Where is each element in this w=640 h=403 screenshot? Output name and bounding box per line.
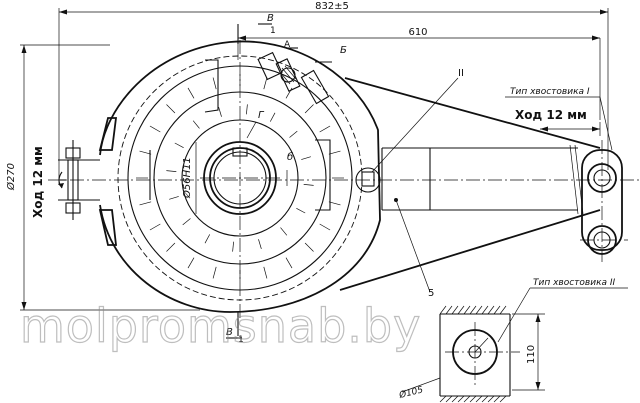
rim-tick [263,266,268,279]
left-stroke-label: Ход 12 мм [31,146,45,218]
shank-type-1-label: Тип хвостовика I [510,87,590,97]
dimension-arm-length: 610 [237,27,601,120]
bore-diameter-label: Ø56H11 [181,157,193,199]
inner-tick [296,207,306,214]
hatch-line [445,395,453,403]
mark-5: 5 [428,288,434,299]
hatch-line [439,305,447,315]
shank-height-label: 110 [526,345,537,364]
rim-tick [139,201,152,206]
inner-tick [303,184,314,186]
section-top-letter: В [267,13,274,24]
rim-tick [166,242,176,252]
inner-tick [204,234,211,244]
inner-tick [218,107,222,117]
rim-tick [285,257,293,269]
rim-tick [187,87,195,99]
rim-tick [328,150,341,155]
hatch-line [481,305,489,315]
mark-b: Б [340,45,347,56]
hatch-line [493,305,501,315]
hatch-line [499,395,507,403]
rim-tick [285,87,293,99]
overall-length-label: 832±5 [315,1,349,12]
rim-tick [319,125,331,133]
inner-tick [232,241,234,252]
mark-g: Г [258,110,265,121]
section-mark-bottom: В 1 [226,312,244,345]
adjuster-body: А Б Г б Ø56H11 [98,40,381,320]
hatch-line [463,395,471,403]
rim-tick [166,104,176,114]
inner-tick [169,196,179,200]
height-diameter-label: Ø270 [5,163,17,191]
shank-type-1-callout: Тип хвостовика I Ход 12 мм [505,87,613,151]
hatch-line [457,395,465,403]
hatch-line [487,395,495,403]
inner-tick [280,227,288,236]
hatch-line [451,395,459,403]
right-stroke-label: Ход 12 мм [515,108,587,122]
rim-tick [328,201,341,206]
hatching [439,305,507,403]
shank-type-2-label: Тип хвостовика II [533,278,616,288]
inner-tick [182,218,191,226]
arm-length-label: 610 [408,27,427,38]
lever-arm [339,77,628,291]
section-bottom-number: 1 [238,335,244,345]
rim-tick [149,223,161,231]
shank-type-2-detail: Тип хвостовика II 110 Ø105 [397,278,628,403]
inner-tick [269,112,276,122]
mark-roman-2: II [458,68,464,79]
section-top-number: 1 [270,26,276,36]
rim-tick [212,77,217,90]
inner-tick [301,156,311,160]
section-bottom-letter: В [226,327,233,338]
inner-tick [166,170,177,172]
hatch-line [445,305,453,315]
callouts: II 5 [371,68,464,299]
shank-diameter-label: Ø105 [397,384,424,401]
mark-a: А [284,40,291,50]
watermark: molpromsnab.by [20,299,421,353]
hatch-line [499,305,507,315]
dimension-height: Ø270 Ход 12 мм [5,44,200,311]
inner-tick [174,142,184,149]
rim-tick [319,223,331,231]
rim-tick [304,242,314,252]
hatch-line [487,305,495,315]
mark-6: б [287,151,293,163]
rim-tick [187,257,195,269]
inner-tick [192,120,200,129]
hatch-line [493,395,501,403]
inner-tick [258,239,262,249]
inner-tick [289,130,298,138]
rim-tick [139,150,152,155]
dimension-overall-length: 832±5 [58,1,609,185]
hatch-line [469,305,477,315]
hatch-line [481,395,489,403]
rim-tick [263,77,268,90]
hatch-line [475,305,483,315]
hatch-line [451,305,459,315]
rim-tick [212,266,217,279]
hatch-line [457,305,465,315]
left-clevis [48,140,640,220]
hatch-line [463,305,471,315]
worm-screw [257,47,332,105]
hatch-line [475,395,483,403]
hatch-line [439,395,447,403]
hatch-line [469,395,477,403]
inner-tick [246,104,248,115]
rim-tick [304,104,314,114]
rim-tick [149,125,161,133]
